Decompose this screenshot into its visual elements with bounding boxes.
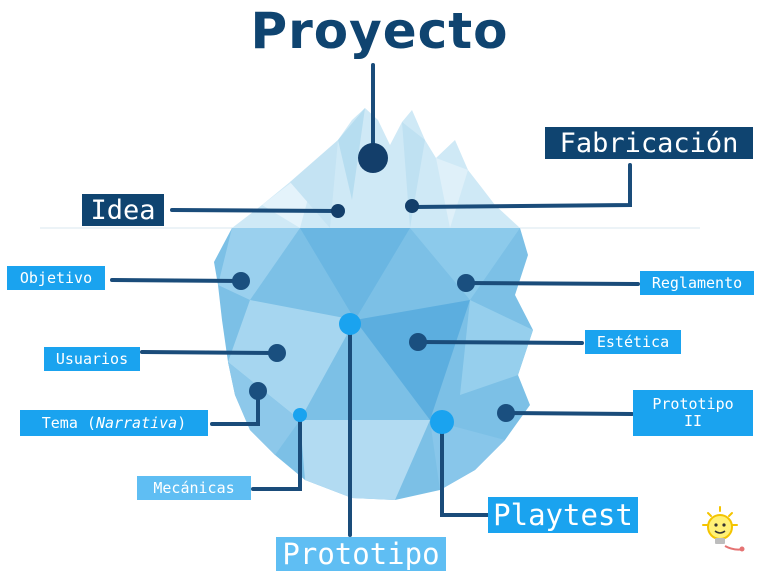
label-fabricacion: Fabricación (545, 127, 753, 159)
connector-mecanicas (251, 413, 302, 491)
iceberg-body (214, 228, 533, 500)
connector-estetica (416, 340, 584, 345)
dot-reglamento (457, 274, 475, 292)
label-prototipo: Prototipo (276, 537, 446, 571)
label-usuarios-text: Usuarios (55, 349, 129, 368)
dot-playtest (430, 410, 454, 434)
label-mecanicas-text: Mecánicas (153, 478, 235, 497)
label-objetivo: Objetivo (7, 266, 105, 290)
label-fabricacion-text: Fabricación (559, 127, 739, 159)
dot-objetivo (232, 272, 250, 290)
dot-usuarios (268, 344, 286, 362)
label-estetica-text: Estética (596, 332, 670, 351)
label-idea: Idea (82, 194, 164, 226)
label-usuarios: Usuarios (44, 347, 140, 371)
dot-prototipo-ii (497, 404, 515, 422)
dot-estetica (409, 333, 427, 351)
label-prototipo-text: Prototipo (282, 536, 440, 571)
dot-fabricacion (405, 199, 419, 213)
label-prototipo-ii: Prototipo II (633, 390, 753, 436)
dot-tema (249, 382, 267, 400)
connector-fabricacion (411, 163, 632, 209)
connector-objetivo (110, 278, 243, 283)
connector-playtest (440, 420, 490, 517)
label-estetica: Estética (585, 330, 681, 354)
connector-tema (210, 390, 260, 426)
label-reglamento: Reglamento (640, 271, 754, 295)
connector-reglamento (464, 281, 640, 286)
dots (232, 143, 515, 434)
label-tema-close: ) (177, 413, 187, 432)
dot-idea (331, 204, 345, 218)
connector-idea (170, 208, 340, 213)
lightbulb-mascot-icon (702, 506, 745, 552)
label-idea-text: Idea (90, 194, 156, 226)
label-tema-italic: Narrativa (95, 413, 178, 432)
connector-prototipo-ii (504, 411, 634, 416)
diagram-title: Proyecto (250, 2, 509, 60)
label-tema-text: Tema ( (41, 413, 96, 432)
dot-prototipo (339, 313, 361, 335)
label-objetivo-text: Objetivo (19, 268, 93, 287)
connectors (110, 63, 640, 537)
connector-usuarios (140, 350, 279, 355)
dot-mecanicas (293, 408, 307, 422)
dot-proyecto (358, 143, 388, 173)
label-mecanicas: Mecánicas (137, 476, 251, 500)
label-prototipo-ii-line2: II (683, 412, 703, 430)
label-prototipo-ii-line1: Prototipo (652, 394, 734, 413)
label-playtest-text: Playtest (493, 497, 633, 532)
label-tema: Tema (Narrativa) (20, 410, 208, 436)
label-reglamento-text: Reglamento (651, 273, 743, 292)
label-playtest: Playtest (488, 497, 638, 533)
